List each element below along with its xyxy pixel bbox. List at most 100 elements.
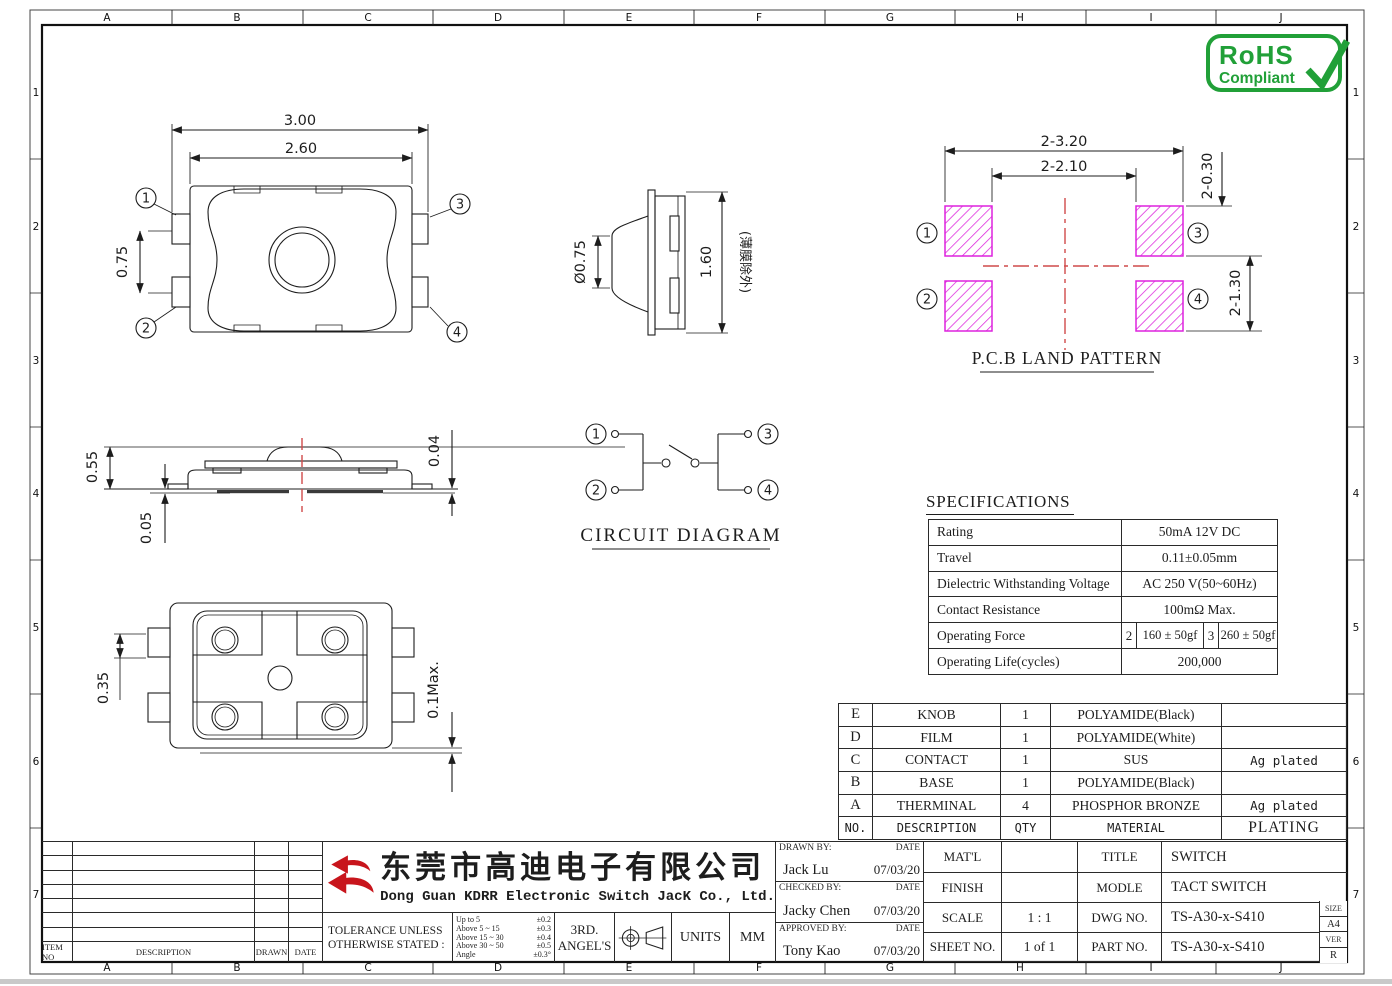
terminal-4 — [411, 276, 429, 308]
svg-text:6: 6 — [1353, 756, 1360, 768]
knob-inner-circle — [274, 232, 330, 288]
spec-row-travel: Travel 0.11±0.05mm — [929, 544, 1277, 571]
grid-letters-bottom: A B C D E F G H I J — [103, 962, 1282, 974]
profile-view: 0.55 0.05 0.04 — [85, 430, 625, 544]
units-label: UNITS — [671, 913, 729, 962]
circuit-pin2-callout — [585, 479, 607, 501]
bom-row-C: C CONTACT 1 SUS Ag plated — [839, 748, 1346, 772]
svg-text:D: D — [494, 12, 502, 24]
svg-text:B: B — [233, 12, 240, 24]
bom-header-row: NO. DESCRIPTION QTY MATERIAL PLATING — [839, 816, 1346, 840]
svg-text:4: 4 — [1194, 293, 1202, 308]
dim-body-width: 2.60 — [285, 141, 317, 157]
rohs-logo: RoHS Compliant — [1206, 34, 1351, 92]
bom-row-B: B BASE 1 POLYAMIDE(Black) — [839, 771, 1346, 794]
flange-outline — [169, 602, 393, 749]
svg-text:4: 4 — [1353, 488, 1360, 500]
pad-2 — [944, 280, 993, 332]
pin4-callout — [446, 321, 468, 343]
svg-text:6: 6 — [33, 756, 40, 768]
base-outline-outer — [192, 610, 368, 740]
svg-text:J: J — [1278, 962, 1282, 974]
front-view: 3.00 2.60 0.75 1 2 3 4 — [115, 113, 471, 343]
svg-text:C: C — [364, 962, 371, 974]
bottom-view: 0.35 0.1Max. — [96, 602, 462, 792]
svg-text:3: 3 — [33, 355, 40, 367]
company-block: 东莞市高迪电子有限公司 Dong Guan KDRR Electronic Sw… — [323, 841, 775, 962]
revision-table: ITEM NO DESCRIPTION DRAWN DATE — [42, 841, 323, 962]
svg-text:A: A — [103, 12, 111, 24]
size-version-box: SIZE A4 VER R — [1319, 901, 1347, 963]
tolerance-values: Up to 5±0.2 Above 5 ~ 15±0.3 Above 15 ~ … — [452, 913, 554, 962]
svg-text:7: 7 — [33, 889, 40, 901]
pin-stub-1 — [147, 627, 171, 658]
dim-standoff: 0.05 — [139, 512, 155, 544]
knob-bump — [266, 446, 343, 462]
company-logo — [327, 855, 374, 894]
company-name-cn: 东莞市高迪电子有限公司 — [380, 850, 766, 886]
svg-text:1: 1 — [923, 227, 931, 242]
title-block: MAT'L TITLE SWITCH FINISH MODLE TACT SWI… — [923, 841, 1347, 963]
svg-text:1: 1 — [142, 192, 150, 207]
window-bottom-edge — [0, 979, 1392, 984]
pin1-callout — [135, 187, 157, 209]
pcb-land-pattern: 2-3.20 2-2.10 2-0.30 2-1.30 1 2 3 4 P.C.… — [916, 134, 1262, 373]
dim-overall-width: 3.00 — [284, 113, 316, 129]
pin2-callout — [135, 317, 157, 339]
svg-text:2: 2 — [923, 293, 931, 308]
svg-text:3: 3 — [1353, 355, 1360, 367]
spec-row-operating-force: Operating Force 2 160 ± 50gf 3 260 ± 50g… — [929, 622, 1277, 649]
bom-table: E KNOB 1 POLYAMIDE(Black) D FILM 1 POLYA… — [838, 703, 1347, 840]
pin3-callout — [449, 193, 471, 215]
dim-pin-width: 0.35 — [96, 672, 112, 704]
svg-text:2: 2 — [33, 221, 40, 233]
pin-stub-2 — [147, 692, 171, 723]
svg-text:5: 5 — [33, 622, 40, 634]
specifications-table: Rating 50mA 12V DC Travel 0.11±0.05mm Di… — [928, 519, 1278, 675]
circuit-pin3-callout — [757, 423, 779, 445]
contact-moving — [690, 458, 700, 468]
pin-stub-3 — [391, 627, 415, 658]
specifications-section: SPECIFICATIONS Rating 50mA 12V DC Travel… — [926, 492, 1278, 675]
svg-text:E: E — [626, 12, 633, 24]
grid-ticks-right — [1347, 158, 1364, 829]
grid-ticks-left — [30, 158, 42, 829]
circuit-title: CIRCUIT DIAGRAM — [580, 525, 781, 546]
bom-row-E: E KNOB 1 POLYAMIDE(Black) — [839, 704, 1346, 726]
svg-text:2: 2 — [592, 484, 600, 499]
knob-profile — [611, 215, 649, 313]
svg-text:1: 1 — [1353, 87, 1360, 99]
svg-text:A: A — [103, 962, 111, 974]
grid-ticks-top — [171, 10, 1217, 25]
revision-header-row: ITEM NO DESCRIPTION DRAWN DATE — [42, 941, 317, 962]
knob-outer-circle — [268, 226, 336, 294]
svg-text:3: 3 — [1194, 227, 1202, 242]
pin-stub-4 — [391, 692, 415, 723]
svg-text:G: G — [886, 962, 894, 974]
contact-strip-right — [307, 490, 383, 494]
spec-row-contact-resistance: Contact Resistance 100mΩ Max. — [929, 596, 1277, 623]
dim-film-thickness: 0.04 — [427, 435, 443, 467]
dim-coplanarity: 0.1Max. — [426, 661, 442, 719]
pad4-callout — [1187, 288, 1209, 310]
svg-text:B: B — [233, 962, 240, 974]
dim-pad-outer-span: 2-3.20 — [1041, 134, 1088, 150]
body-profile — [187, 469, 413, 489]
film-edge — [647, 189, 656, 336]
svg-text:4: 4 — [453, 326, 461, 341]
dim-pad-width: 2-0.30 — [1200, 153, 1216, 200]
sheet-frame: A B C D E F G H I J A B C D E F G H I J … — [29, 9, 1365, 975]
bom-row-A: A THERMINAL 4 PHOSPHOR BRONZE Ag plated — [839, 793, 1346, 817]
terminal-3 — [411, 213, 429, 245]
finish-modle-row: FINISH MODLE TACT SWITCH — [924, 873, 1347, 903]
terminal-hook-bottom — [669, 277, 680, 314]
svg-text:5: 5 — [1353, 622, 1360, 634]
tolerance-label: TOLERANCE UNLESS OTHERWISE STATED : — [328, 924, 445, 951]
svg-text:F: F — [756, 12, 762, 24]
dim-knob-diameter: Ø0.75 — [573, 240, 589, 284]
svg-text:4: 4 — [764, 484, 772, 499]
